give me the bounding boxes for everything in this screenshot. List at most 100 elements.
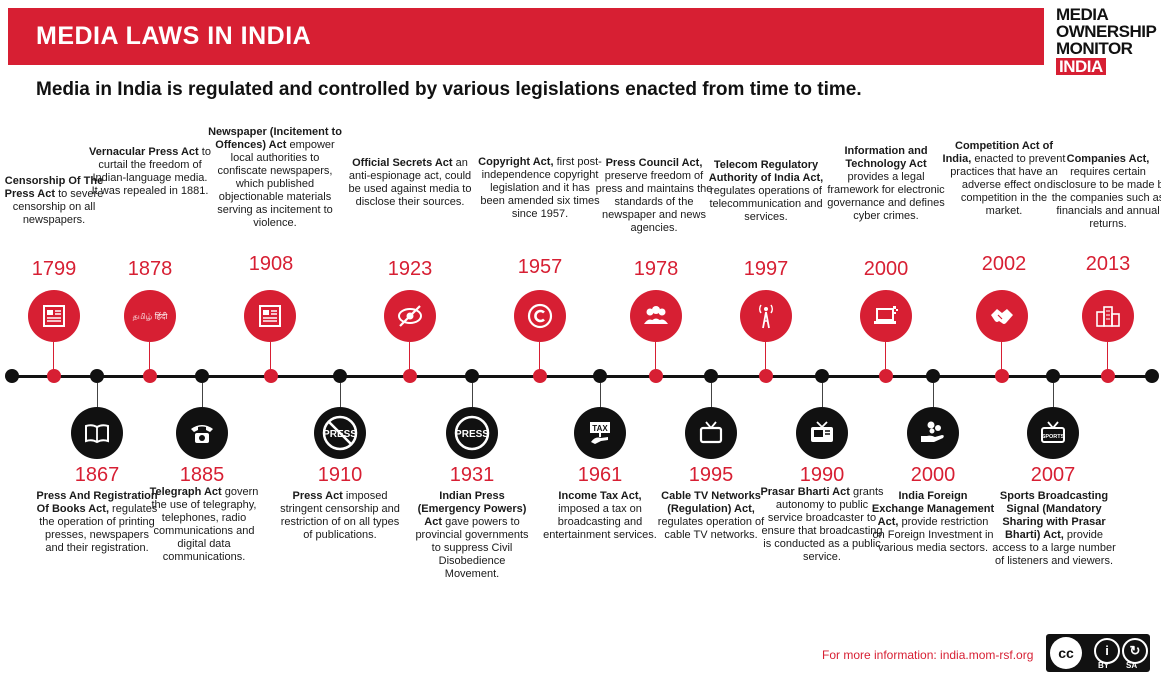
event-description: Official Secrets Act an anti-espionage a… — [348, 157, 472, 208]
event-year: 2002 — [981, 253, 1027, 275]
people-icon — [630, 290, 682, 342]
logo-line-ownership: OWNERSHIP — [1056, 22, 1157, 41]
event-description: Copyright Act, first post-independence c… — [478, 156, 602, 220]
license-by-label: BY — [1098, 661, 1110, 670]
event-year: 1908 — [248, 253, 294, 275]
timeline-end-dot — [1145, 369, 1159, 383]
event-year: 2000 — [863, 258, 909, 280]
timeline-dot — [47, 369, 61, 383]
timeline-dot — [264, 369, 278, 383]
event-year: 1997 — [743, 258, 789, 280]
event-description: Competition Act of India, enacted to pre… — [942, 140, 1066, 217]
timeline-dot — [995, 369, 1009, 383]
event-description: Cable TV Networks (Regulation) Act, regu… — [657, 490, 765, 541]
buildings-icon — [1082, 290, 1134, 342]
event-stem — [711, 383, 712, 407]
event-description: Indian Press (Emergency Powers) Act gave… — [415, 490, 529, 580]
event-stem — [655, 342, 656, 370]
logo-line-media: MEDIA — [1056, 5, 1109, 24]
copyright-icon — [514, 290, 566, 342]
share-alike-icon: ↻ — [1122, 638, 1148, 664]
event-stem — [1001, 342, 1002, 370]
laptop-icon — [860, 290, 912, 342]
event-year: 1995 — [688, 464, 734, 486]
timeline-dot — [403, 369, 417, 383]
logo-line-india: INDIA — [1056, 58, 1106, 75]
timeline-dot — [1046, 369, 1060, 383]
event-year: 1885 — [179, 464, 225, 486]
timeline-dot — [195, 369, 209, 383]
languages-icon: தமிழ் हिंदी — [124, 290, 176, 342]
header-banner: MEDIA LAWS IN INDIA — [8, 8, 1044, 65]
event-stem — [202, 383, 203, 407]
eye-slash-icon — [384, 290, 436, 342]
license-sa-label: SA — [1126, 661, 1138, 670]
event-stem — [270, 342, 271, 370]
event-stem — [933, 383, 934, 407]
event-year: 1931 — [449, 464, 495, 486]
event-stem — [53, 342, 54, 370]
event-description: Telecom Regulatory Authority of India Ac… — [708, 159, 824, 223]
svg-text:TAX: TAX — [592, 424, 608, 433]
page-title: MEDIA LAWS IN INDIA — [36, 22, 312, 50]
event-year: 1799 — [31, 258, 77, 280]
event-stem — [409, 342, 410, 370]
event-stem — [340, 383, 341, 407]
event-description: Press And Registration Of Books Act, reg… — [36, 490, 158, 554]
creative-commons-badge[interactable]: cc i ↻ BY SA — [1046, 634, 1150, 672]
broadcast-tv-icon — [796, 407, 848, 459]
newspaper-icon — [28, 290, 80, 342]
event-description: Sports Broadcasting Signal (Mandatory Sh… — [992, 490, 1116, 567]
logo: MEDIA OWNERSHIP MONITOR INDIA — [1056, 6, 1160, 77]
tax-icon: TAX — [574, 407, 626, 459]
telephone-icon — [176, 407, 228, 459]
event-description: Newspaper (Incitement to Offences) Act e… — [208, 126, 342, 229]
event-description: Telegraph Act govern the use of telegrap… — [149, 486, 259, 563]
timeline-start-dot — [5, 369, 19, 383]
event-description: Censorship Of The Press Act to severe ce… — [4, 175, 104, 226]
event-year: 1961 — [577, 464, 623, 486]
event-year: 1910 — [317, 464, 363, 486]
timeline-dot — [143, 369, 157, 383]
television-icon — [685, 407, 737, 459]
timeline-dot — [704, 369, 718, 383]
money-hand-icon — [907, 407, 959, 459]
handshake-icon — [976, 290, 1028, 342]
logo-line-monitor: MONITOR — [1056, 39, 1133, 58]
page-subtitle: Media in India is regulated and controll… — [36, 79, 862, 100]
event-year: 1923 — [387, 258, 433, 280]
press-banned-icon: PRESS — [314, 407, 366, 459]
svg-text:SPORTS: SPORTS — [1042, 434, 1065, 440]
event-description: Information and Technology Act provides … — [827, 145, 945, 222]
event-description: Press Act imposed stringent censorship a… — [280, 490, 400, 541]
timeline-dot — [465, 369, 479, 383]
event-stem — [822, 383, 823, 407]
event-year: 2000 — [910, 464, 956, 486]
timeline-dot — [90, 369, 104, 383]
press-icon: PRESS — [446, 407, 498, 459]
event-description: India Foreign Exchange Management Act, p… — [871, 490, 995, 554]
timeline-dot — [533, 369, 547, 383]
event-stem — [149, 342, 150, 370]
footer-info-link[interactable]: For more information: india.mom-rsf.org — [822, 648, 1034, 662]
event-stem — [885, 342, 886, 370]
event-stem — [1107, 342, 1108, 370]
event-year: 1978 — [633, 258, 679, 280]
event-stem — [600, 383, 601, 407]
event-stem — [1053, 383, 1054, 407]
event-stem — [765, 342, 766, 370]
book-icon — [71, 407, 123, 459]
attribution-icon: i — [1094, 638, 1120, 664]
event-year: 2013 — [1085, 253, 1131, 275]
event-year: 2007 — [1030, 464, 1076, 486]
svg-text:PRESS: PRESS — [455, 429, 489, 440]
event-year: 1867 — [74, 464, 120, 486]
timeline-dot — [1101, 369, 1115, 383]
timeline-dot — [926, 369, 940, 383]
antenna-tower-icon — [740, 290, 792, 342]
event-description: Income Tax Act, imposed a tax on broadca… — [543, 490, 657, 541]
event-stem — [97, 383, 98, 407]
event-year: 1990 — [799, 464, 845, 486]
newspaper-icon — [244, 290, 296, 342]
timeline-dot — [333, 369, 347, 383]
